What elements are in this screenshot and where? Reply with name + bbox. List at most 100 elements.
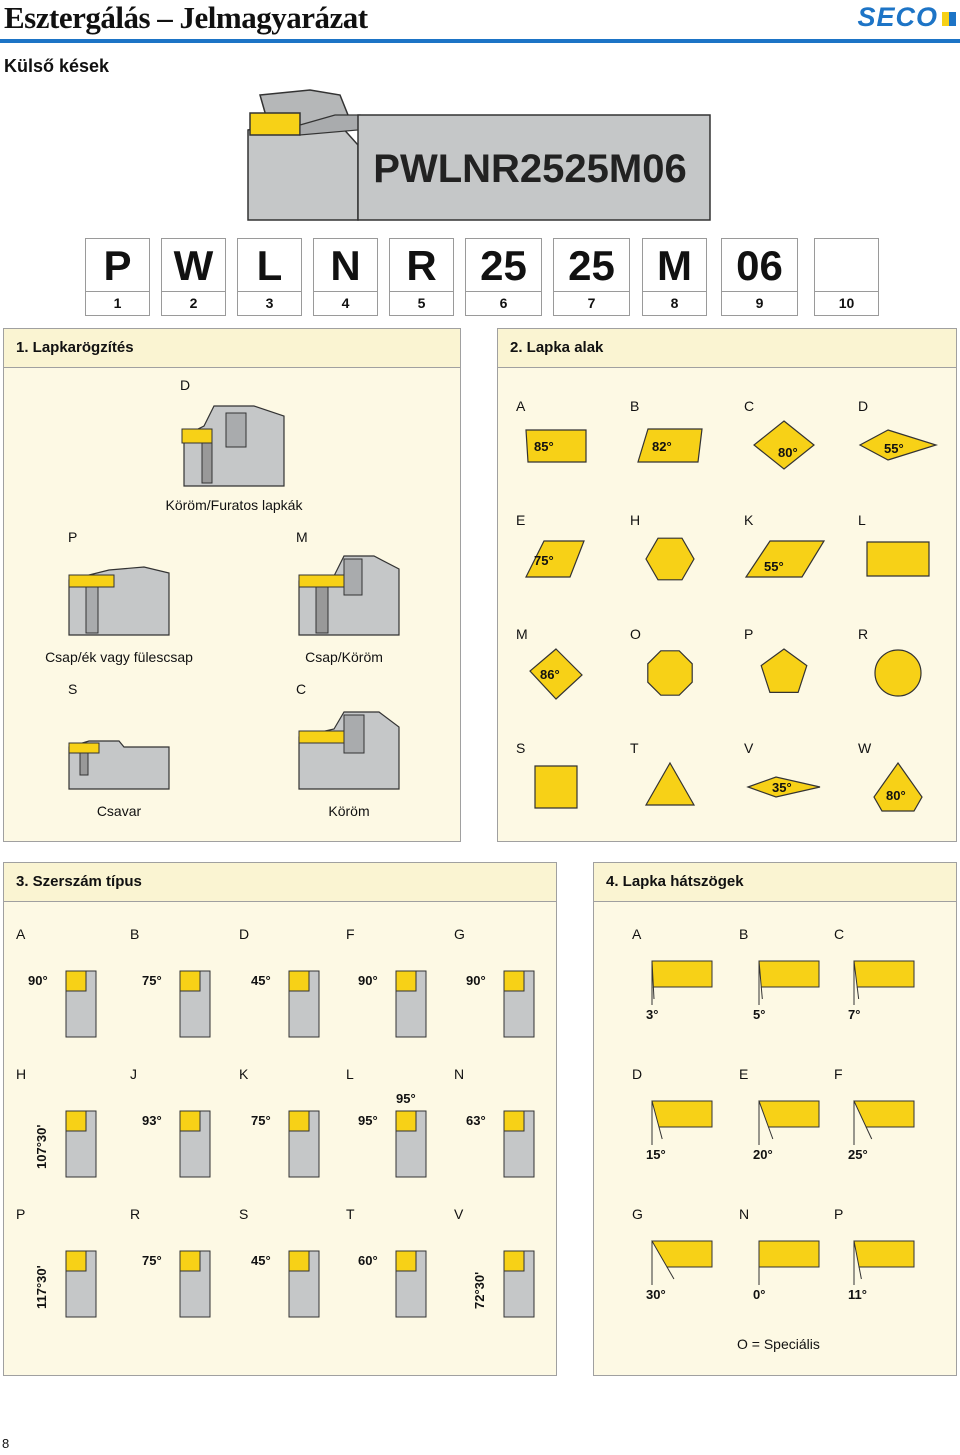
panel-title: 1. Lapkarögzítés xyxy=(16,339,134,356)
clearance-label-a: A xyxy=(632,926,642,942)
clamp-d-illustration xyxy=(181,405,285,487)
code-letter: L xyxy=(256,242,283,289)
insert-v-icon xyxy=(746,776,821,798)
insert-icon xyxy=(503,970,525,992)
shape-label-d: D xyxy=(858,398,868,414)
shape-angle-text: 55° xyxy=(884,441,904,456)
code-letter: 25 xyxy=(568,242,615,289)
tool-type-label-b: B xyxy=(130,926,139,942)
insert-m-icon xyxy=(529,648,583,700)
panel-header: 4. Lapka hátszögek xyxy=(594,863,956,902)
clamp-c-illustration xyxy=(298,711,400,790)
shape-label-s: S xyxy=(516,740,525,756)
shape-label-r: R xyxy=(858,626,868,642)
clamp-label-c: C xyxy=(296,681,307,697)
special-note: O = Speciális xyxy=(737,1336,820,1352)
clamp-p-caption: Csap/ék vagy fülescsap xyxy=(45,649,193,665)
code-letter: N xyxy=(330,242,361,289)
header-rule xyxy=(0,39,960,43)
code-number: 3 xyxy=(238,291,301,315)
clamp-p-illustration xyxy=(68,566,170,636)
insert-icon xyxy=(65,1110,87,1132)
insert-icon xyxy=(179,1250,201,1272)
insert-profile-icon xyxy=(651,1240,713,1268)
logo-text: SECO xyxy=(857,2,938,32)
shape-label-h: H xyxy=(630,512,640,528)
clamp-label-d: D xyxy=(180,377,191,393)
insert-icon xyxy=(179,970,201,992)
clamp-m-illustration xyxy=(298,555,400,636)
clearance-line xyxy=(652,986,655,1000)
clamp-group-caption: Köröm/Furatos lapkák xyxy=(165,497,303,513)
page-title: Esztergálás – Jelmagyarázat xyxy=(4,0,368,35)
shape-angle-text: 86° xyxy=(540,667,560,682)
code-letter: W xyxy=(173,242,214,289)
code-number: 6 xyxy=(466,291,541,315)
octagon-insert-icon xyxy=(647,650,693,696)
insert-icon xyxy=(65,970,87,992)
tool-type-label-n: N xyxy=(454,1066,464,1082)
tool-type-label-a: A xyxy=(16,926,26,942)
insert-profile-icon xyxy=(853,1100,915,1128)
round-insert-icon xyxy=(874,649,922,697)
clearance-label-n: N xyxy=(739,1206,749,1222)
tool-angle-text: 90° xyxy=(358,973,378,988)
tool-angle-text: 95° xyxy=(358,1113,378,1128)
insert-k-icon xyxy=(744,540,826,578)
clearance-label-d: D xyxy=(632,1066,642,1082)
tool-angle-text: 60° xyxy=(358,1253,378,1268)
tool-angle-text: 93° xyxy=(142,1113,162,1128)
clearance-label-b: B xyxy=(739,926,748,942)
clamp-s-caption: Csavar xyxy=(96,803,142,819)
code-number: 4 xyxy=(314,291,377,315)
code-letter: P xyxy=(103,242,132,289)
clearance-line xyxy=(760,986,763,1000)
shape-angle-text: 35° xyxy=(772,780,792,795)
clearance-line xyxy=(658,1126,663,1140)
tool-angle-text: 117°30' xyxy=(34,1265,49,1309)
insert-profile-icon xyxy=(758,1240,820,1268)
clearance-label-f: F xyxy=(834,1066,843,1082)
tool-angle-text: 63° xyxy=(466,1113,486,1128)
pentagon-insert-icon xyxy=(760,648,808,693)
code-letter: 25 xyxy=(480,242,527,289)
tool-types-grid: A90°B75°D45°F90°G90°H107°30'J93°K75°L95°… xyxy=(16,926,535,1318)
code-number: 7 xyxy=(554,291,629,315)
shape-angle-text: 80° xyxy=(886,788,906,803)
tool-type-label-d: D xyxy=(239,926,249,942)
panel-clamping: 1. Lapkarögzítés D Köröm/Furatos lapkák … xyxy=(3,328,461,842)
shape-label-k: K xyxy=(744,512,754,528)
shape-label-t: T xyxy=(630,740,639,756)
insert-t-icon xyxy=(644,761,696,806)
insert-icon xyxy=(65,1250,87,1272)
tool-type-label-k: K xyxy=(239,1066,249,1082)
clearance-label-c: C xyxy=(834,926,844,942)
insert-e-icon xyxy=(525,540,585,578)
tool-angle-text: 75° xyxy=(251,1113,271,1128)
tool-type-label-r: R xyxy=(130,1206,140,1222)
insert-b-icon xyxy=(637,428,703,463)
shape-label-b: B xyxy=(630,398,639,414)
insert-icon xyxy=(395,970,417,992)
hexagon-insert-icon xyxy=(645,537,695,581)
logo-squares-icon xyxy=(942,11,956,26)
clearance-line xyxy=(865,1126,873,1140)
panel-title: 2. Lapka alak xyxy=(510,339,604,356)
shape-angle-text: 55° xyxy=(764,559,784,574)
insert-a-icon xyxy=(525,429,587,463)
code-box-10: 10 xyxy=(814,238,879,316)
code-letter: R xyxy=(406,242,437,289)
clearance-line xyxy=(666,1266,675,1280)
clearance-angle-text: 30° xyxy=(646,1287,666,1302)
insert-icon xyxy=(288,1110,310,1132)
tool-type-label-t: T xyxy=(346,1206,355,1222)
clamp-c-caption: Köröm xyxy=(328,803,370,819)
